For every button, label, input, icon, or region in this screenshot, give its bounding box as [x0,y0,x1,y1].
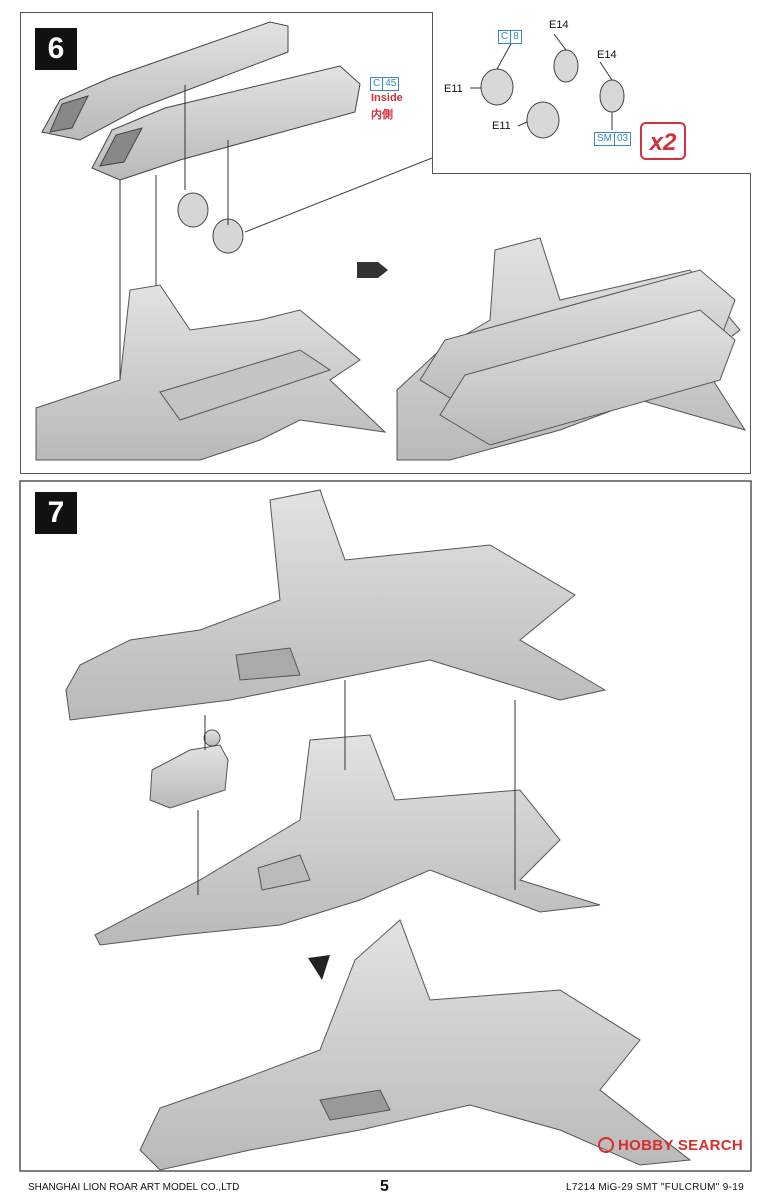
step-7-panel [19,480,752,1172]
part-label-e11-left: E11 [444,83,463,95]
hobby-search-watermark: HOBBY SEARCH [598,1137,743,1154]
next-arrow-step6 [357,262,388,278]
airframe-step6-left [35,284,387,461]
part-label-e11-bottom: E11 [492,120,511,132]
step-7-badge: 7 [35,492,77,534]
fan-parts [177,192,244,254]
footer-product: L7214 MiG-29 SMT "FULCRUM" 9-19 [566,1182,744,1193]
intake-upper-part [41,21,289,141]
upper-fuselage [65,489,607,721]
detail-fans [480,49,625,139]
inside-label-en: Inside [371,92,403,104]
step-6-badge: 6 [35,28,77,70]
part-label-e14-right: E14 [597,49,617,61]
intake-lower-part [91,65,361,181]
final-assembly [139,919,692,1171]
watermark-logo-icon [598,1137,614,1153]
footer-page-number: 5 [380,1178,389,1195]
inside-label-zh: 内側 [371,109,393,121]
footer-company: SHANGHAI LION ROAR ART MODEL CO.,LTD [28,1182,240,1193]
airframe-step6-right [396,237,747,461]
ejection-seat [149,729,229,809]
next-arrow-step7 [308,955,330,980]
assembly-arrows-step7 [197,680,516,895]
lower-fuselage [94,734,601,946]
quantity-multiplier: x2 [640,122,686,160]
part-label-e14-top: E14 [549,19,569,31]
